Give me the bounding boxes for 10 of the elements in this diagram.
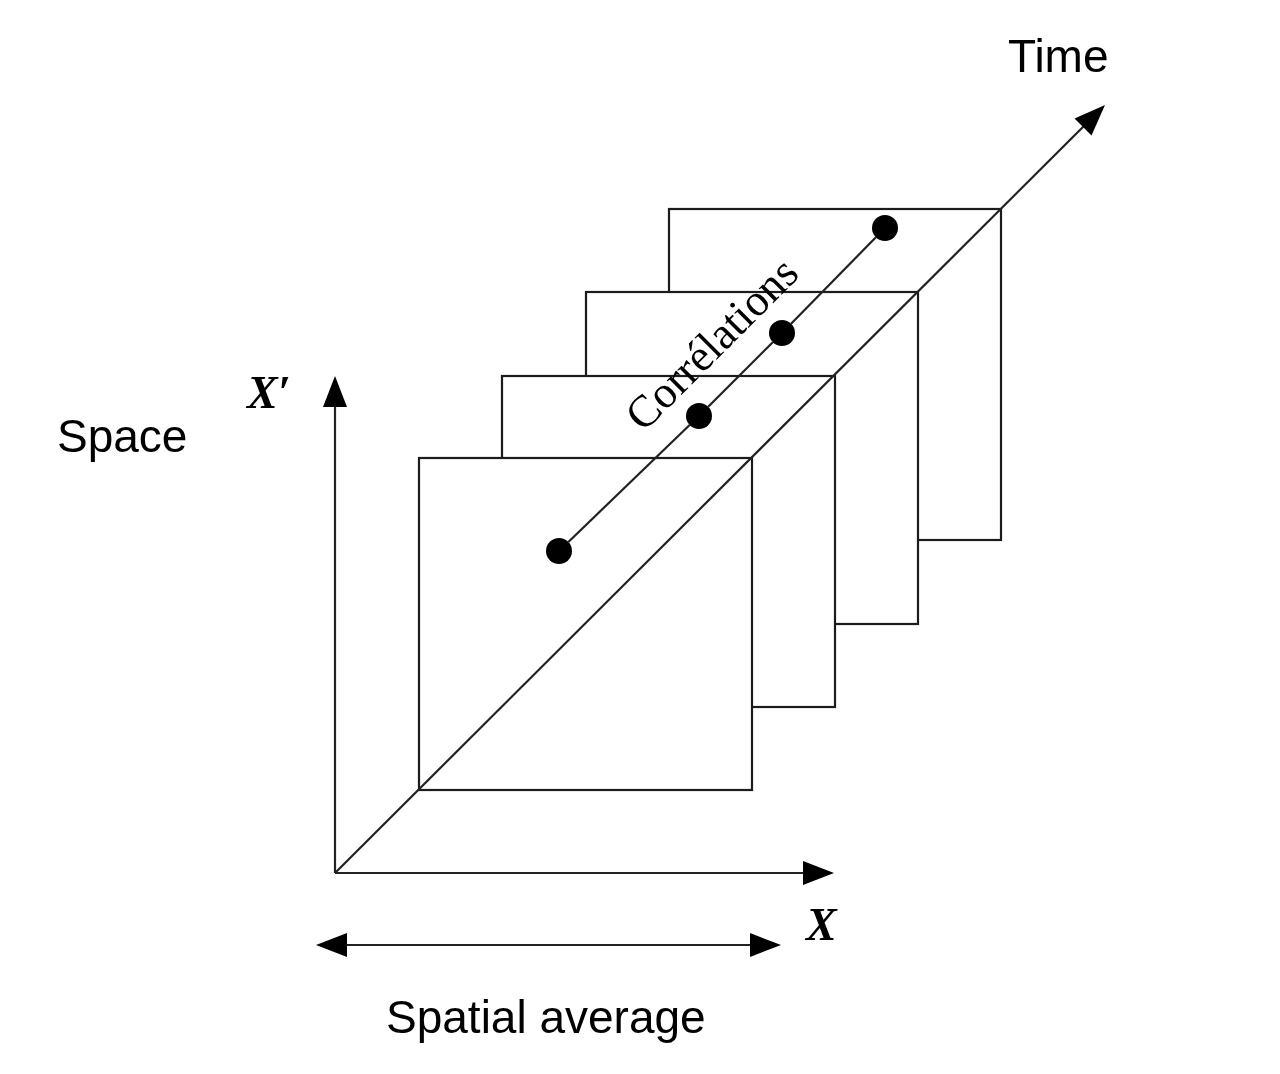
- dot-icon: [769, 320, 795, 346]
- dot-icon: [686, 403, 712, 429]
- connecting-line: [707, 341, 774, 408]
- dot-icon: [546, 538, 572, 564]
- connecting-line: [567, 424, 691, 543]
- connecting-line: [790, 236, 877, 325]
- axis-label: X: [806, 902, 837, 948]
- dot-icon: [872, 215, 898, 241]
- axis-label: Time: [1008, 33, 1109, 79]
- axis-label: X′: [247, 370, 291, 416]
